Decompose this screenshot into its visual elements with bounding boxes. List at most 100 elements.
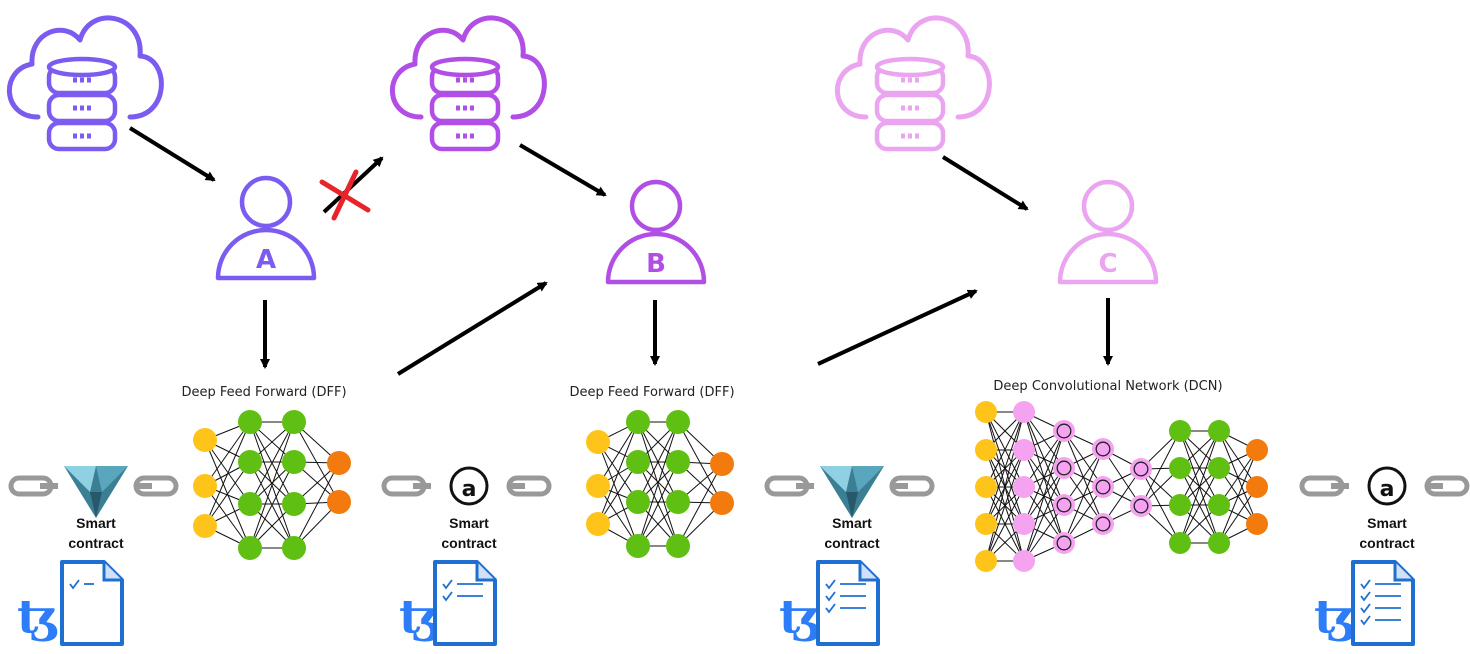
chain-link-icon <box>890 483 908 489</box>
neuron <box>238 410 262 434</box>
neuron <box>586 512 610 536</box>
neuron <box>327 490 351 514</box>
cloud-database-icon <box>834 15 992 152</box>
network-connections <box>204 421 340 549</box>
neuron <box>626 490 650 514</box>
neuron <box>975 550 997 572</box>
chain-link-icon <box>796 483 814 489</box>
chain-link-icon <box>413 483 431 489</box>
neuron <box>1013 401 1035 423</box>
check-mark <box>1360 603 1371 614</box>
neuron <box>975 401 997 423</box>
smart-contract-label-line2: contract <box>441 535 497 551</box>
network-edge <box>597 421 639 487</box>
neuron <box>1169 420 1191 442</box>
network-edge <box>1218 486 1258 544</box>
neuron <box>1013 550 1035 572</box>
database-top <box>46 56 118 78</box>
neuron <box>975 476 997 498</box>
database-light <box>908 105 912 111</box>
neuron <box>1169 494 1191 516</box>
neural-network-dff-2 <box>586 410 734 558</box>
arrow <box>941 155 1029 211</box>
gem-facet <box>846 492 858 518</box>
arrow <box>396 281 548 376</box>
database-light <box>915 133 919 139</box>
neuron <box>710 452 734 476</box>
cloud-outline <box>834 15 992 120</box>
check-mark <box>825 603 836 614</box>
network-edge <box>1063 448 1104 506</box>
gem-facet <box>852 466 884 492</box>
smart-contract-label-line1: Smart <box>832 515 872 531</box>
neuron <box>1053 420 1075 442</box>
database-top <box>874 56 946 78</box>
a-circle-icon-letter: a <box>1380 477 1395 502</box>
network-edge <box>1023 430 1065 562</box>
database-light <box>463 133 467 139</box>
neuron <box>710 491 734 515</box>
neuron <box>1246 476 1268 498</box>
neuron <box>1208 494 1230 516</box>
neuron <box>1013 513 1035 535</box>
neuron <box>282 492 306 516</box>
database-light <box>901 77 905 83</box>
smart-contract-label-line2: contract <box>824 535 880 551</box>
user-head <box>239 175 293 229</box>
network-edge <box>1179 430 1220 506</box>
neuron <box>1053 532 1075 554</box>
check-mark <box>69 579 80 590</box>
participant-label-a: A <box>256 245 276 275</box>
network-edge <box>1179 430 1220 544</box>
neuron <box>1169 457 1191 479</box>
smart-contract-1: Smart contract ꜩ <box>8 466 179 646</box>
network-edge <box>293 462 340 549</box>
database-light <box>908 77 912 83</box>
neuron <box>586 474 610 498</box>
tezos-icon: ꜩ <box>17 589 59 643</box>
neuron <box>1169 532 1191 554</box>
database-light <box>470 77 474 83</box>
network-edge <box>677 463 723 547</box>
database-light <box>463 77 467 83</box>
network-edge <box>249 421 295 549</box>
database-light <box>456 105 460 111</box>
neuron <box>1053 494 1075 516</box>
network-edge <box>1140 430 1181 507</box>
arrow <box>518 143 607 197</box>
neuron <box>282 450 306 474</box>
neuron-kernel <box>1056 460 1072 476</box>
neuron <box>1092 476 1114 498</box>
network-edge <box>249 461 295 549</box>
database-light <box>908 133 912 139</box>
network-title-dff-1: Deep Feed Forward (DFF) <box>181 385 346 400</box>
network-edge <box>1102 468 1142 525</box>
network-edge <box>597 421 639 525</box>
user-icon-c: C <box>1057 179 1159 285</box>
smart-contract-label-line1: Smart <box>449 515 489 531</box>
check-mark <box>825 591 836 602</box>
database-top <box>429 56 501 78</box>
database-light <box>87 133 91 139</box>
neuron <box>666 410 690 434</box>
network-edge <box>204 421 251 527</box>
neuron <box>586 430 610 454</box>
neuron <box>975 513 997 535</box>
check-mark <box>442 591 453 602</box>
network-edge <box>1179 467 1220 544</box>
network-edge <box>1063 448 1104 544</box>
network-edge <box>204 485 251 549</box>
participant-label-b: B <box>646 249 666 279</box>
a-circle-icon <box>1367 466 1407 506</box>
neuron <box>238 450 262 474</box>
check-mark <box>825 579 836 590</box>
user-body <box>215 227 317 281</box>
network-edge <box>1023 430 1065 525</box>
chain-link-icon <box>1425 483 1443 489</box>
database-light <box>73 105 77 111</box>
document-fold <box>475 562 495 582</box>
network-edge <box>597 485 639 547</box>
smart-contract-2: Smart contract ꜩ a <box>381 466 552 646</box>
smart-contract-4: Smart contract ꜩ a <box>1299 466 1470 646</box>
neuron <box>666 490 690 514</box>
